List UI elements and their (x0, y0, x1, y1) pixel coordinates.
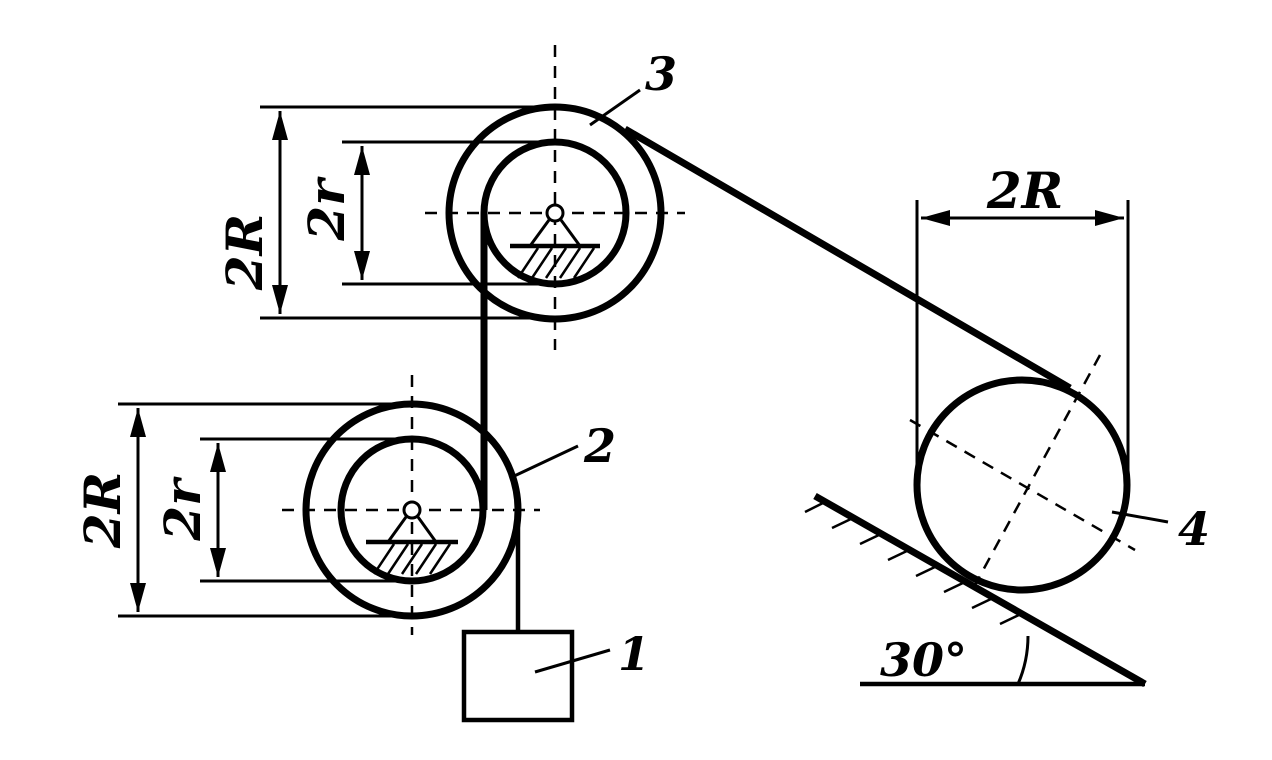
dimension-pulley2-outer (118, 402, 412, 618)
dimension-pulley3-outer (260, 105, 555, 320)
ropes (480, 125, 1072, 632)
leader-4 (1111, 510, 1169, 524)
leader-2 (509, 444, 579, 480)
dimension-pulley3-inner (342, 140, 555, 286)
block-1 (461, 629, 575, 723)
label-pulley2-2r: 2r (153, 476, 212, 542)
label-roller4-2R: 2R (986, 161, 1063, 220)
incline-hatching (804, 500, 1022, 626)
label-body-3: 3 (645, 47, 677, 101)
incline-surface (813, 492, 1147, 688)
label-body-4: 4 (1178, 502, 1210, 556)
label-pulley2-2R: 2R (73, 472, 132, 549)
rope-pulley3-to-roller4 (623, 125, 1072, 392)
label-pulley3-2R: 2R (215, 214, 274, 291)
pulley-2-bearing (366, 500, 458, 575)
leader-3 (589, 88, 641, 127)
roller-4-axis-a (973, 354, 1102, 586)
label-incline-angle: 30° (880, 633, 967, 687)
dimension-pulley2-inner (200, 437, 412, 583)
leader-1 (534, 648, 611, 674)
label-body-2: 2 (583, 419, 616, 473)
pulley-3-bearing (510, 203, 600, 279)
angle-arc (1016, 635, 1030, 685)
pulley-2 (282, 375, 540, 635)
roller-4 (909, 354, 1136, 594)
label-body-1: 1 (618, 627, 650, 681)
dimension-roller4 (915, 200, 1130, 485)
label-pulley3-2r: 2r (297, 176, 356, 242)
incline (804, 492, 1147, 688)
roller-4-axis-b (909, 418, 1136, 552)
